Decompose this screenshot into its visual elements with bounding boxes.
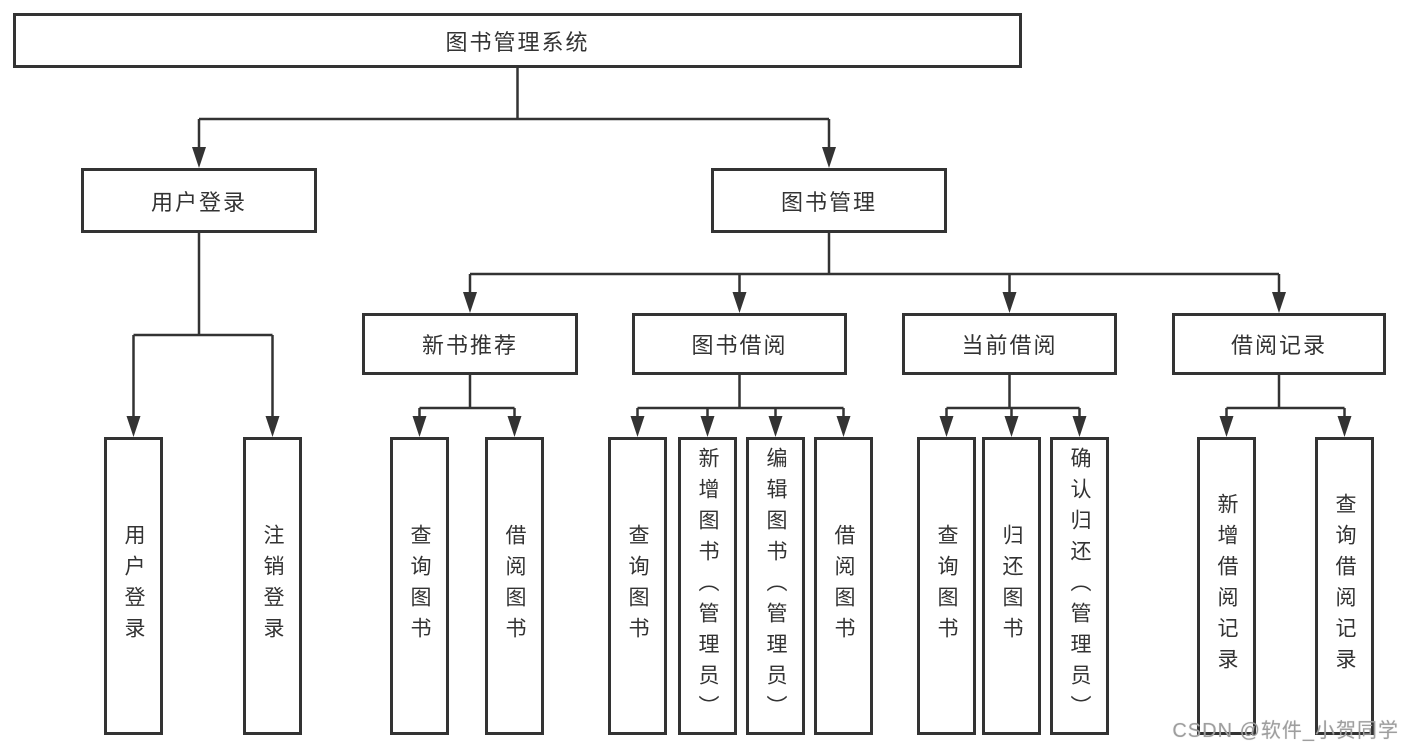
arrowhead-icon [412, 416, 427, 437]
node-add-book-admin: 新增图书（管理员） [678, 437, 737, 735]
node-label: 查询图书 [626, 524, 649, 648]
node-label: 编辑图书（管理员） [764, 446, 787, 726]
arrowhead-icon [126, 416, 141, 437]
node-label: 确认归还（管理员） [1068, 446, 1091, 726]
node-label: 新增借阅记录 [1215, 493, 1238, 679]
node-book-borrowing: 图书借阅 [632, 313, 847, 375]
node-logout: 注销登录 [243, 437, 302, 735]
node-label: 用户登录 [122, 524, 145, 648]
node-confirm-return-admin: 确认归还（管理员） [1050, 437, 1109, 735]
node-label: 新书推荐 [421, 333, 518, 358]
arrowhead-icon [732, 292, 747, 313]
node-label: 图书借阅 [691, 333, 788, 358]
node-query-books-current: 查询图书 [917, 437, 976, 735]
arrowhead-icon [768, 416, 783, 437]
node-label: 注销登录 [261, 524, 284, 648]
node-borrow-books-leaf: 借阅图书 [814, 437, 873, 735]
arrowhead-icon [1072, 416, 1087, 437]
arrowhead-icon [265, 416, 280, 437]
arrowhead-icon [700, 416, 715, 437]
node-borrow-books-recommend: 借阅图书 [485, 437, 544, 735]
node-query-borrow-record: 查询借阅记录 [1315, 437, 1374, 735]
arrowhead-icon [1004, 416, 1019, 437]
node-label: 归还图书 [1000, 524, 1023, 648]
node-label: 用户登录 [150, 189, 247, 215]
node-label: 查询借阅记录 [1333, 493, 1356, 679]
node-query-books-borrow: 查询图书 [608, 437, 667, 735]
node-return-books: 归还图书 [982, 437, 1041, 735]
node-add-borrow-record: 新增借阅记录 [1197, 437, 1256, 735]
arrowhead-icon [939, 416, 954, 437]
node-label: 借阅图书 [503, 524, 526, 648]
arrowhead-icon [1337, 416, 1352, 437]
node-query-books-recommend: 查询图书 [390, 437, 449, 735]
arrowhead-icon [192, 147, 206, 168]
node-user-login: 用户登录 [81, 168, 317, 233]
node-borrow-records: 借阅记录 [1172, 313, 1386, 375]
node-label: 查询图书 [408, 524, 431, 648]
arrowhead-icon [1219, 416, 1234, 437]
node-current-borrowing: 当前借阅 [902, 313, 1117, 375]
arrowhead-icon [1272, 292, 1286, 313]
node-label: 图书管理 [780, 189, 877, 215]
node-label: 查询图书 [935, 524, 958, 648]
arrowhead-icon [630, 416, 645, 437]
node-book-management: 图书管理 [711, 168, 947, 233]
arrowhead-icon [463, 292, 477, 313]
arrowhead-icon [507, 416, 522, 437]
connector-path [132, 68, 1346, 419]
arrowhead-icon [836, 416, 851, 437]
arrowhead-icon [1002, 292, 1017, 313]
arrowhead-icon [822, 147, 836, 168]
arrowheads [126, 147, 1352, 437]
node-label: 借阅图书 [832, 524, 855, 648]
node-user-login-leaf: 用户登录 [104, 437, 163, 735]
node-edit-book-admin: 编辑图书（管理员） [746, 437, 805, 735]
node-library-system: 图书管理系统 [13, 13, 1022, 68]
node-label: 借阅记录 [1230, 333, 1327, 358]
node-label: 当前借阅 [961, 333, 1058, 358]
node-new-book-recommend: 新书推荐 [362, 313, 578, 375]
node-label: 新增图书（管理员） [696, 446, 719, 726]
node-label: 图书管理系统 [445, 29, 590, 55]
